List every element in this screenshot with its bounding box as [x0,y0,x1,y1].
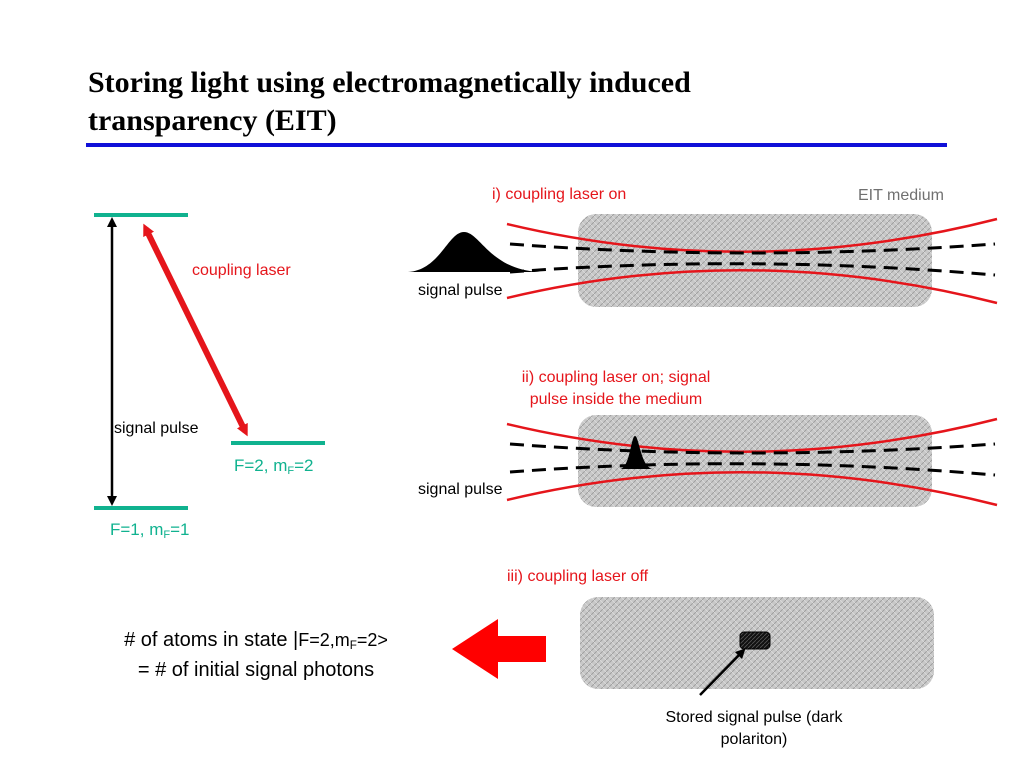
coupling-beam-bottom-2 [506,470,998,507]
coupling-beam-top-2 [506,417,998,454]
panel2-caption: ii) coupling laser on; signal pulse insi… [521,369,711,408]
lower-state-label: F=1, mF=1 [110,520,190,541]
signal-beam-bottom-2 [509,462,996,477]
signal-pulse-shape-1 [408,232,540,272]
energy-level-diagram [94,213,325,510]
panel-pulse-inside [506,415,998,507]
signal-beam-top-1 [509,242,996,255]
coupling-beam-top-1 [506,217,998,254]
panel-coupling-off [580,597,934,696]
title-line-2: transparency (EIT) [88,104,337,137]
eit-medium-label: EIT medium [858,187,944,204]
signal-beam-top-2 [509,442,996,455]
signal-beam-bottom-1 [509,262,996,277]
slide-title: Storing light using electromagnetically … [88,64,948,140]
level-signal-pulse-label: signal pulse [114,420,199,437]
stored-pulse-pointer [699,648,746,696]
conclusion-text: # of atoms in state |F=2,mF=2> = # of in… [124,629,388,681]
title-underline [86,143,947,147]
panel1-signal-label: signal pulse [418,282,503,299]
panel1-caption: i) coupling laser on [492,186,627,203]
panel-coupling-on [408,214,998,307]
signal-pulse-shape-2 [620,436,653,469]
panel2-signal-label: signal pulse [418,481,503,498]
coupling-beam-bottom-1 [506,268,998,305]
upper-state-label: F=2, mF=2 [234,456,314,477]
panel3-caption: iii) coupling laser off [507,568,649,585]
eit-medium-2 [578,415,932,507]
coupling-laser-arrow [143,223,248,437]
title-line-1: Storing light using electromagnetically … [88,66,691,99]
stored-pulse-caption: Stored signal pulse (dark polariton) [665,709,843,748]
conclusion-arrow [452,619,546,679]
eit-medium-1 [578,214,932,307]
coupling-laser-label: coupling laser [192,262,291,279]
stored-pulse-marker [739,631,771,650]
